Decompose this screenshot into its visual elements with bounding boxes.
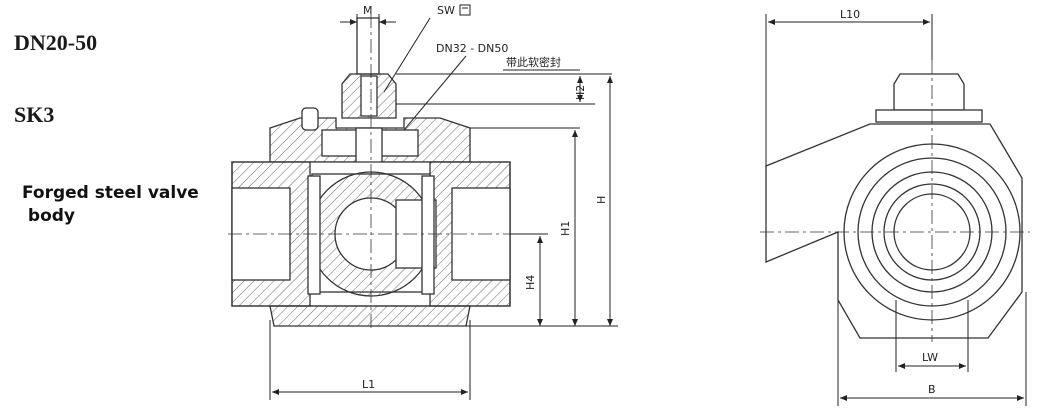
front-section-view — [228, 14, 514, 332]
front-dimensions — [269, 14, 618, 400]
dim-h: H — [595, 196, 608, 204]
bottom-plate — [269, 305, 471, 327]
side-dimensions — [765, 14, 1027, 406]
dim-sw: SW — [437, 4, 455, 17]
model-title: SK3 — [14, 102, 55, 127]
size-range-title: DN20-50 — [14, 30, 98, 55]
dim-l10: L10 — [840, 8, 860, 21]
material-description: Forged steel valve body — [22, 182, 199, 228]
dim-l1: L1 — [362, 378, 375, 391]
material-description-line1: Forged steel valve — [22, 183, 199, 203]
side-view — [760, 60, 1030, 342]
dim-lw: LW — [922, 351, 938, 364]
dim-b: B — [928, 383, 936, 396]
dim-m: M — [363, 4, 373, 17]
dim-dn-range: DN32 - DN50 — [436, 42, 508, 55]
dim-h4: H4 — [524, 275, 537, 290]
material-description-line2: body — [22, 206, 76, 226]
wrench-flats-icon — [459, 4, 471, 16]
side-hex-nut — [893, 73, 965, 111]
grease-nipple — [301, 107, 319, 131]
stem — [356, 17, 380, 75]
dim-h1: H1 — [559, 221, 572, 236]
dim-h2: H2 — [574, 85, 587, 100]
seal-note: 带此软密封 — [506, 55, 561, 69]
